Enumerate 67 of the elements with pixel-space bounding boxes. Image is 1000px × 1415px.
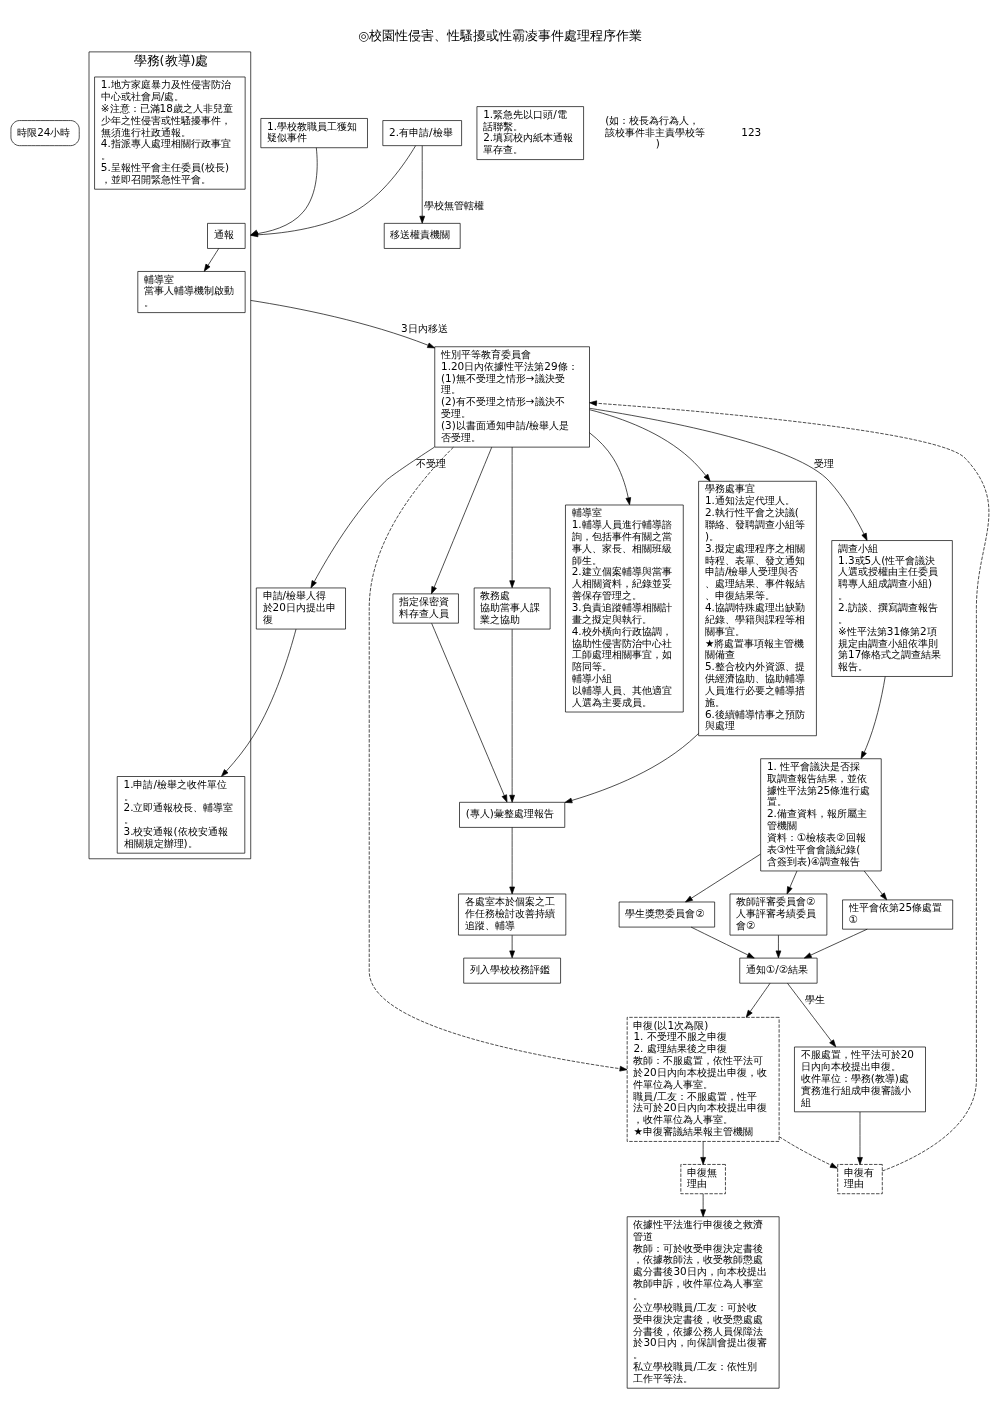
- node-box: 學務處事宜 1.通知法定代理人。 2.執行性平會之決議(聯絡、發聘調查小組等)。 3.擬定處理程序之相關時程、表單、發文通知申請/檢舉人受理與否、處理結果、事件報結、申復結果等。 4.協調特殊處理出缺勤紀錄、學籍與課程等相關事宜。 ★將處置事項報主管機關備查 5.整合校內外資源、提供經濟協助、協助輔導人員進行必要之輔導措施。 6.後續輔導情事之預防與處理: [698, 480, 817, 737]
- arrow: [589, 407, 868, 541]
- arrow: [700, 1141, 706, 1165]
- arrow: [419, 145, 425, 224]
- arrow: [786, 870, 798, 895]
- node-box: 1.緊急先以口頭/電話聯繫。 2.填寫校內紙本通報單存查。: [476, 106, 584, 160]
- arrow: [857, 1111, 863, 1165]
- arrow: [775, 934, 782, 959]
- edge-label: 受理: [814, 456, 835, 469]
- arrow: [745, 982, 771, 1018]
- arrow: [778, 1136, 838, 1169]
- arrow: [509, 934, 515, 959]
- arrow: [509, 628, 515, 803]
- node-box: 1.學校教職員工獲知疑似事件: [260, 118, 368, 149]
- arrow: [310, 446, 435, 589]
- node-box: 學生獎懲委員會②: [618, 901, 715, 928]
- node-box: 各處室本於個案之工作任務檢討改善持續追蹤、輔導: [458, 893, 567, 936]
- arrow: [787, 982, 837, 1048]
- node-box: 2.有申請/檢舉: [382, 120, 462, 146]
- node-box: 通知①/②結果: [739, 957, 818, 984]
- arrow: [203, 248, 220, 272]
- node-box: 1.地方家庭暴力及性侵害防治中心或社會局/處。 ※注意：已滿18歲之人非兒童少年之性侵害或性騷擾事件，無須進行社政通報。 4.指派專人處理相關行政事宜。 5.呈報性平會主任委員(校長)，並即召開緊急性平會。: [94, 76, 246, 190]
- arrow: [589, 432, 632, 506]
- node-box: 不服處置，性平法可於20日內向本校提出申復。 收件單位：學務(教導)處 實務進行組成申復審議小組: [794, 1046, 926, 1113]
- node-box: 1. 性平會議決是否採取調查報告結果，並依據性平法第25條進行處置。 2.備查資料，報所屬主管機關 資料：①檢核表②回報表③性平會會議紀錄(含簽到表)④調查報告: [760, 758, 882, 872]
- edge-label: 學校無管轄權: [423, 198, 484, 211]
- edge-label: 學生: [805, 992, 826, 1005]
- arrow: [368, 446, 628, 1072]
- arrow: [431, 446, 493, 595]
- diagram-title: ◎校園性侵害、性騷擾或性霸凌事件處理程序作業: [358, 27, 642, 43]
- arrow: [685, 853, 761, 903]
- arrow: [250, 300, 436, 349]
- arrow: [589, 409, 711, 482]
- node-box: 指定保密資料存查人員: [392, 593, 459, 624]
- node-box: 申復(以1次為限) 1. 不受理不服之申復 2. 處理結果後之申復 教師：不服處置，依性平法可於20日內向本校提出申復，收件單位為人事室。 職員/工友：不服處置，性平法可於20日內向本校提出申復，收件單位為人事室。 ★申復審議結果報主管機關: [626, 1017, 780, 1142]
- node-box: 性平會依第25條處置①: [842, 899, 954, 930]
- node-box: 教師評審委員會② 人事評審考績委員會②: [729, 893, 828, 936]
- arrow: [509, 446, 515, 589]
- node-box: 性別平等教育委員會 1.20日內依據性平法第29條： (1)無不受理之情形→議決受理。 (2)有不受理之情形→議決不受理。 (3)以書面通知申請/檢舉人是否受理。: [434, 346, 590, 448]
- arrow: [221, 628, 297, 777]
- node-box: 申復有理由: [837, 1164, 883, 1195]
- arrow: [589, 400, 990, 1172]
- node-box: 輔導室 1.輔導人員進行輔導諮詢，包括事件有關之當事人、家長、相關班級師生。 2.建立個案輔導與當事人相關資料，紀錄並妥善保存管理之。 3.負責追蹤輔導相關計畫之擬定與執行。 4.校外橫向行政協調，協助性侵害防治中心社工師處理相關事宜，如陪同等。 輔導小組 以輔導人員、其他適宜人選為主要成員。: [565, 504, 684, 713]
- node-box: 調查小組 1.3或5人(性平會議決人選或授權由主任委員聘專人組成調查小組)。 2.訪談、撰寫調查報告。 ※性平法第31條第2項規定由調查小組依準則第17條格式之調查結果報告。: [831, 540, 953, 677]
- node-box: 依據性平法進行申復後之救濟管道 教師：可於收受申復決定書後，依據教師法，收受教師懲處處分書後30日內，向本校提出教師申訴，收件單位為人事室。 公立學校職員/工友：可於收受申復決定書後，收受懲處處分書後，依據公務人員保障法於30日內，向保訓會提出復審。 私立學校職員/工友：依性別工作平等法。: [626, 1216, 780, 1389]
- label: 123: [741, 125, 762, 138]
- arrow: [860, 676, 886, 759]
- arrow: [700, 1193, 706, 1218]
- arrow: [690, 926, 755, 959]
- edge-label: 3日內移送: [400, 322, 448, 335]
- arrow: [863, 870, 888, 901]
- arrow: [803, 928, 868, 959]
- node-box: 通報: [207, 223, 246, 249]
- node-box: 時限24小時: [10, 120, 80, 146]
- node-box: 1.申請/檢舉之收件單位。 2.立即通報校長、輔導室。 3.校安通報(依校安通報相關規定辦理)。: [116, 776, 246, 854]
- node-box: 申復無理由: [680, 1164, 726, 1195]
- arrow: [431, 622, 508, 803]
- node-box: 輔導室 當事人輔導機制啟動。: [137, 271, 246, 313]
- node-box: 教務處 協助當事人課業之協助: [473, 587, 551, 630]
- node-box: 申請/檢舉人得於20日內提出申復: [255, 587, 346, 630]
- edge-label: 不受理: [415, 456, 446, 469]
- arrow: [564, 733, 699, 804]
- node-box: (專人)彙整處理報告: [459, 801, 566, 828]
- node-box: 列入學校校務評鑑: [463, 957, 561, 984]
- arrow: [509, 827, 515, 895]
- label: (如：校長為行為人，該校事件非主責學校等): [605, 113, 706, 150]
- node-box: 移送權責機關: [383, 223, 461, 249]
